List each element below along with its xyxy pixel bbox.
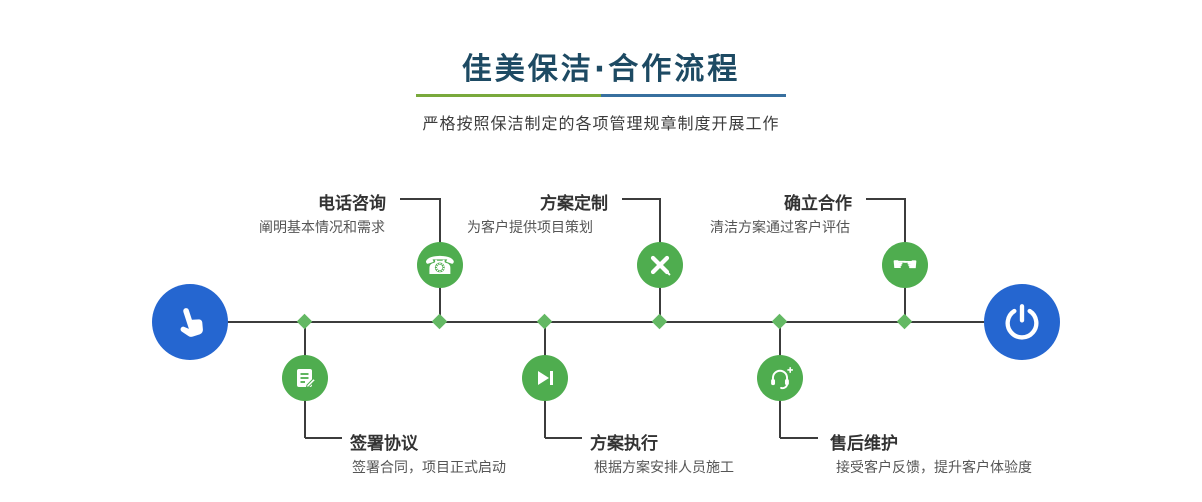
step-circle-after-sales [757,355,803,401]
subtitle: 严格按照保洁制定的各项管理规章制度开展工作 [422,114,780,133]
timeline-node-diamond [896,313,913,330]
headset-icon [767,365,793,391]
connector-line [622,198,660,200]
power-icon [1002,302,1042,342]
design-tools-icon [648,253,672,277]
title-underline [416,94,786,97]
timeline-node-diamond [296,313,313,330]
underline-green-segment [416,94,601,97]
connector-line [400,198,440,200]
connector-line [780,437,818,439]
handshake-icon: ☛☚ [892,254,918,275]
connector-line [866,198,905,200]
step-circle-establish-coop: ☛☚ [882,242,928,288]
step-title-plan-custom: 方案定制 [540,194,608,214]
play-forward-icon [533,366,557,390]
step-title-sign-agreement: 签署协议 [350,434,418,454]
connector-line [545,437,582,439]
step-title-plan-execute: 方案执行 [590,434,658,454]
step-title-after-sales: 售后维护 [830,434,898,454]
connector-line [305,437,342,439]
step-desc-plan-execute: 根据方案安排人员施工 [594,460,734,476]
timeline-node-diamond [771,313,788,330]
phone-icon: ☎ [424,250,456,280]
pointing-hand-icon [166,298,214,346]
timeline-node-diamond [431,313,448,330]
underline-blue-segment [601,94,786,97]
timeline-node-diamond [651,313,668,330]
step-title-phone-consult: 电话咨询 [318,194,386,214]
step-desc-after-sales: 接受客户反馈，提升客户体验度 [836,460,1032,476]
step-circle-sign-agreement [282,355,328,401]
step-desc-plan-custom: 为客户提供项目策划 [467,220,593,236]
step-title-establish-coop: 确立合作 [784,194,852,214]
timeline-node-diamond [536,313,553,330]
step-desc-establish-coop: 清洁方案通过客户评估 [710,220,850,236]
start-circle [152,284,228,360]
step-desc-phone-consult: 阐明基本情况和需求 [259,220,385,236]
end-circle [984,284,1060,360]
step-circle-phone-consult: ☎ [417,242,463,288]
step-desc-sign-agreement: 签署合同，项目正式启动 [352,460,506,476]
step-circle-plan-execute [522,355,568,401]
step-circle-plan-custom [637,242,683,288]
page-title: 佳美保洁·合作流程 [461,52,741,87]
contract-icon [293,366,317,390]
timeline-axis [190,321,1022,323]
